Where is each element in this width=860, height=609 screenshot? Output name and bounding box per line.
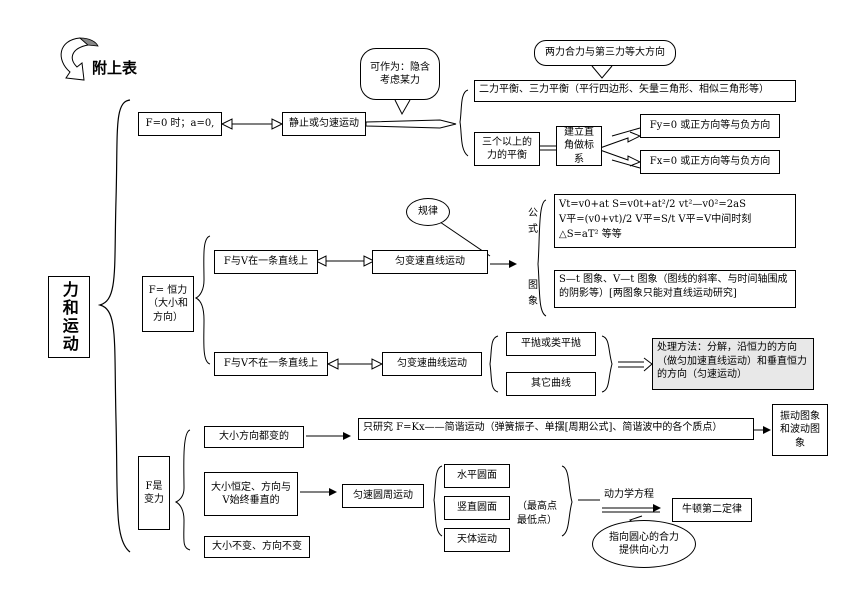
constant-force: 大小不变、方向不变 [204,536,310,558]
wave-graph: 振动图象和波动图象 [772,404,828,456]
celestial-motion: 天体运动 [444,528,510,552]
coordinate-system: 建立直角做标系 [556,126,602,166]
two-three-equilibrium: 二力平衡、三力平衡（平行四边形、矢量三角形、相似三角形等） [474,80,796,102]
decomposition-method: 处理方法：分解，沿恒力的方向（做匀加速直线运动）和垂直恒力的方向（匀速运动） [652,338,814,390]
formula-line-3: △S=aT² 等等 [559,229,622,240]
fy-balance: Fy=0 或正方向等与负方向 [640,114,780,138]
double-arrow-1 [220,118,284,130]
formula-box: Vt=v0+at S=v0t+at²/2 vt²—v0²=2aS V平=(v0+… [554,194,796,248]
circular-motion: 匀速圆周运动 [342,484,424,508]
root-label: 力和运动 [59,281,79,353]
graph-box: S—t 图象、V—t 图象（图线的斜率、与时间轴围成的阴影等）[两图象只能对直线… [554,270,796,308]
header-title: 附上表 [92,59,138,77]
shm-box: 只研究 F=Kx——简谐运动（弹簧振子、单摆[周期公式]、简谐波中的各个质点） [358,418,754,440]
root-brace [97,99,131,553]
vertical-circle: 竖直圆面 [444,496,510,520]
law-bubble: 规律 [406,198,450,226]
root-node: 力和运动 [48,276,90,358]
fx-balance: Fx=0 或正方向等与负方向 [640,150,780,174]
const-force-label: F= 恒力（大小和方向） [142,276,194,332]
line-case: F与V在一条直线上 [214,250,318,274]
all-vary: 大小方向都变的 [204,426,304,448]
multi-force-equilibrium: 三个以上的力的平衡 [474,132,540,166]
graph-label: 图象 [528,280,538,307]
zero-condition: F=0 时；a=0, [138,112,222,136]
curve-motion: 匀变速曲线运动 [382,352,482,376]
circular-case: 大小恒定、方向与V始终垂直的 [204,472,298,516]
other-curve: 其它曲线 [506,372,596,396]
extremes-note: （最高点最低点） [517,501,557,526]
variable-force-label: F是变力 [138,456,170,530]
implicit-force-bubble: 可作为：隐含考虑某力 [360,48,440,100]
line-motion: 匀变速直线运动 [372,250,488,274]
centripetal-bubble: 指向圆心的合力提供向心力 [592,520,696,568]
projectile: 平抛或类平抛 [506,332,596,356]
dynamics-equation: 动力学方程 [604,489,654,500]
zero-motion: 静止或匀速运动 [282,112,366,136]
horizontal-circle: 水平圆面 [444,464,510,488]
formula-line-2: V平=(v0+vt)/2 V平=S/t V平=V中间时刻 [559,214,752,225]
equal-force-note: 两力合力与第三力等大方向 [534,40,676,66]
curved-arrow-icon [60,37,99,81]
curve-case: F与V不在一条直线上 [214,352,328,376]
newton-second-law: 牛顿第二定律 [672,498,752,522]
formula-line-1: Vt=v0+at S=v0t+at²/2 vt²—v0²=2aS [559,199,746,210]
formula-label: 公式 [528,208,538,235]
